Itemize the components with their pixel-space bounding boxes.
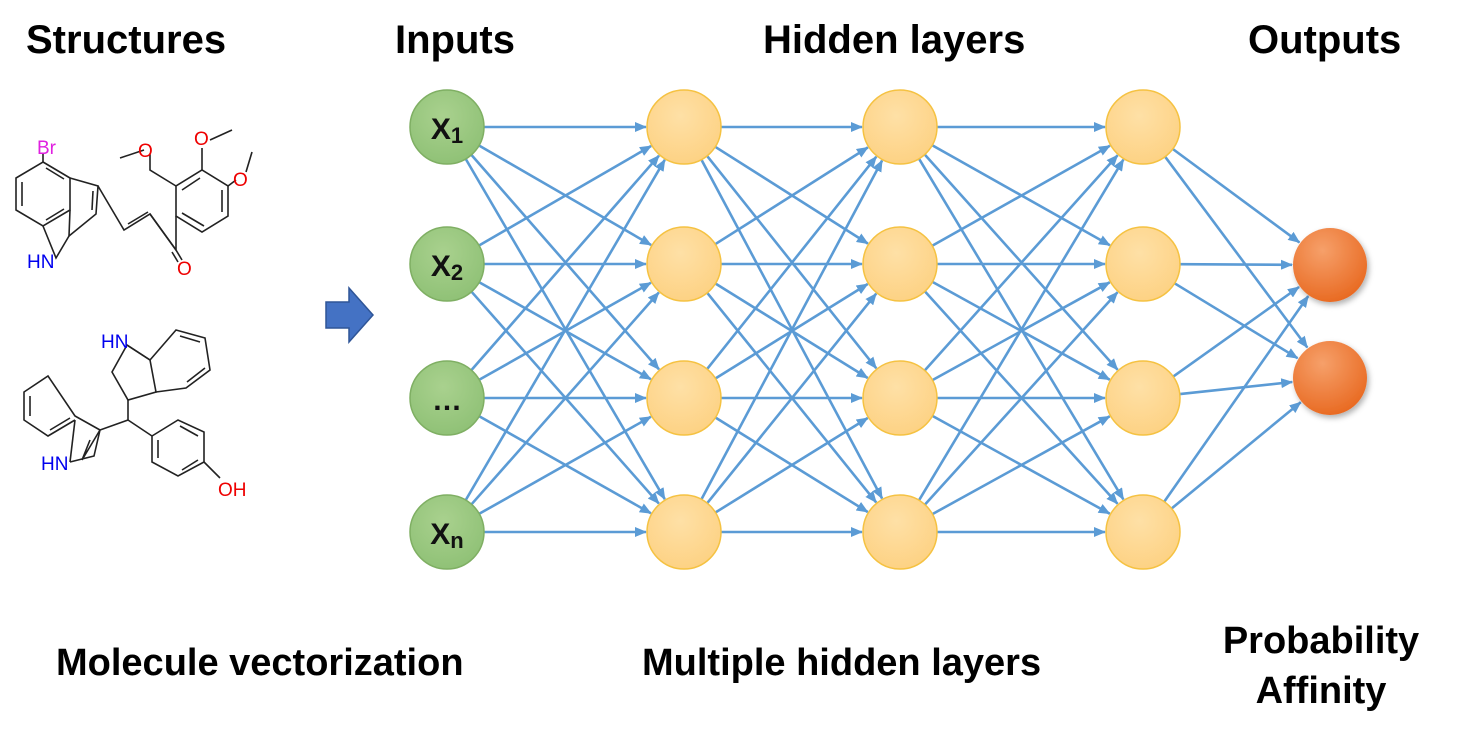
edge-l3-3-0 xyxy=(1163,295,1310,503)
connection-edges xyxy=(464,122,1310,537)
edge-l0-3-1 xyxy=(470,291,660,506)
hidden-node-l2-3 xyxy=(862,360,938,436)
hidden-layers-header: Hidden layers xyxy=(763,18,1026,62)
hidden-node-l1-3 xyxy=(646,360,722,436)
edge-l0-2-0 xyxy=(470,154,660,371)
hidden-node-l3-2 xyxy=(1105,226,1181,302)
input-node-3 xyxy=(409,360,485,436)
input-node-2 xyxy=(409,226,485,302)
hidden-node-l1-2 xyxy=(646,226,722,302)
hidden-node-l1-4 xyxy=(646,494,722,570)
molecule-vectorization-caption: Molecule vectorization xyxy=(56,642,464,684)
molecule-2-structure xyxy=(23,329,221,479)
edge-l2-3-1 xyxy=(923,291,1119,506)
multiple-hidden-layers-caption: Multiple hidden layers xyxy=(642,642,1042,684)
input-node-1 xyxy=(409,89,485,165)
edge-l1-3-2 xyxy=(714,416,869,514)
outputs-header: Outputs xyxy=(1248,18,1402,62)
input-label-2: X2 xyxy=(431,250,463,285)
network-nodes xyxy=(409,89,1367,570)
hidden-node-l2-2 xyxy=(862,226,938,302)
edge-l3-0-0 xyxy=(1172,147,1301,244)
bromine-label: Br xyxy=(37,138,57,159)
methoxy-oxygen-1: O xyxy=(138,141,153,162)
hidden-node-l1-1 xyxy=(646,89,722,165)
structures-header: Structures xyxy=(26,18,227,62)
affinity-caption: Affinity xyxy=(1255,670,1387,712)
carbonyl-oxygen-label: O xyxy=(177,259,192,280)
edge-l1-2-0 xyxy=(706,155,878,370)
input-node-4 xyxy=(409,494,485,570)
input-label-3: … xyxy=(432,384,462,417)
edge-l3-2-1 xyxy=(1179,378,1294,396)
edge-l3-2-0 xyxy=(1172,285,1300,378)
edge-l2-1-0 xyxy=(931,144,1111,247)
probability-caption: Probability xyxy=(1222,620,1420,662)
hidden-node-l2-4 xyxy=(862,494,938,570)
nh-label-1: HN xyxy=(27,252,54,273)
hidden-node-l3-3 xyxy=(1105,360,1181,436)
input-label-4: Xn xyxy=(430,518,463,553)
edge-l3-3-1 xyxy=(1170,401,1302,510)
nh-label-2: HN xyxy=(101,332,128,353)
methoxy-oxygen-3: O xyxy=(233,170,248,191)
edge-l3-1-0 xyxy=(1179,259,1293,270)
inputs-header: Inputs xyxy=(395,18,515,62)
hidden-node-l3-4 xyxy=(1105,494,1181,570)
edge-l2-3-0 xyxy=(917,158,1125,501)
output-node-1 xyxy=(1293,228,1367,302)
edge-l3-0-1 xyxy=(1164,155,1309,349)
methoxy-oxygen-2: O xyxy=(194,129,209,150)
edge-l2-2-0 xyxy=(923,154,1119,372)
edge-l0-3-2 xyxy=(478,415,652,515)
right-arrow-icon xyxy=(325,286,375,344)
edge-l3-1-1 xyxy=(1173,282,1299,360)
molecule-1-structure xyxy=(15,129,253,263)
output-node-2 xyxy=(1293,341,1367,415)
edge-l1-3-0 xyxy=(700,159,884,501)
edge-l0-3-0 xyxy=(464,158,666,501)
hydroxyl-label: OH xyxy=(218,480,247,501)
edge-l2-3-2 xyxy=(931,415,1111,516)
hidden-node-l2-1 xyxy=(862,89,938,165)
nh-label-3: HN xyxy=(41,454,68,475)
edge-l0-1-0 xyxy=(478,144,652,247)
edge-l1-1-0 xyxy=(714,146,869,246)
hidden-node-l3-1 xyxy=(1105,89,1181,165)
edge-l1-3-1 xyxy=(706,292,878,505)
input-label-1: X1 xyxy=(431,113,463,148)
